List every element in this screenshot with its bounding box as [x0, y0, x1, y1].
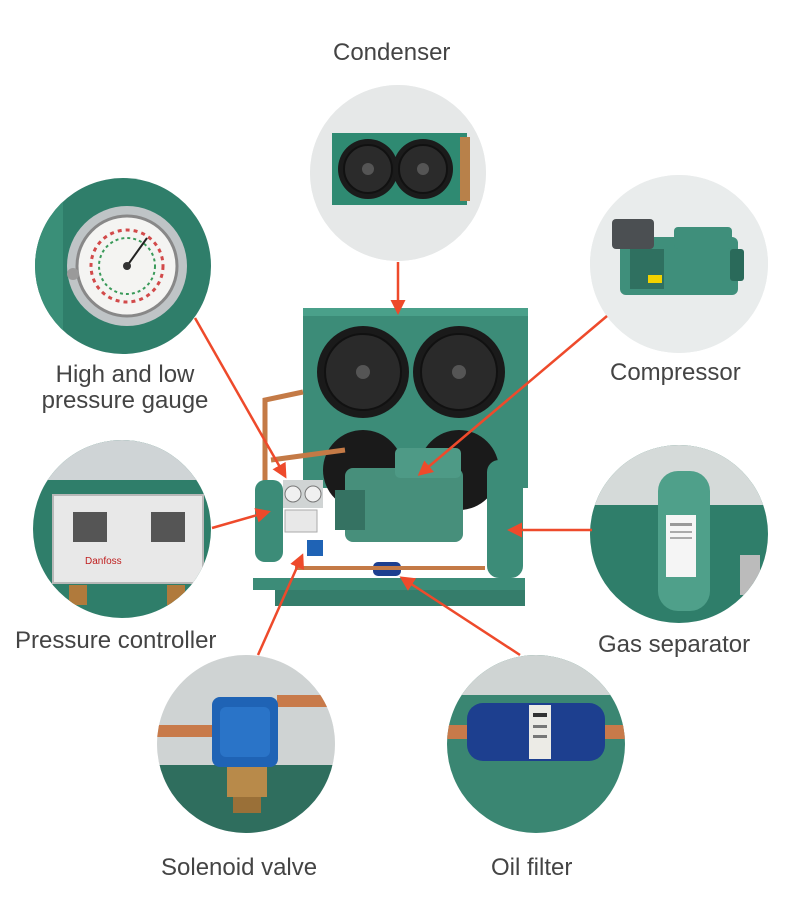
svg-text:Danfoss: Danfoss — [85, 556, 122, 567]
condensing-unit-photo — [235, 300, 535, 625]
pressure-gauge-callout — [193, 317, 287, 479]
pressure-gauge-label: High and low pressure gauge — [30, 362, 220, 414]
solenoid-valve-label: Solenoid valve — [161, 854, 318, 881]
compressor-photo — [590, 175, 768, 353]
gas-separator-label: Gas separator — [598, 631, 751, 658]
pressure-controller-label: Pressure controller — [15, 627, 217, 654]
compressor-callout — [417, 315, 608, 476]
pressure-controller-photo: Danfoss — [33, 440, 211, 618]
pressure-gauge-label-line1: High and low — [55, 361, 195, 388]
condenser-photo — [310, 85, 486, 261]
solenoid-valve-callout — [256, 553, 304, 656]
condenser-label: Condenser — [333, 39, 451, 66]
pressure-gauge-photo — [35, 178, 211, 354]
pressure-controller-callout — [211, 508, 271, 530]
oil-filter-label: Oil filter — [491, 854, 573, 881]
pressure-gauge-label-line2: pressure gauge — [41, 387, 209, 414]
oil-filter-callout — [399, 576, 521, 657]
gas-separator-photo — [590, 445, 768, 623]
solenoid-valve-photo — [157, 655, 335, 833]
compressor-label: Compressor — [610, 359, 741, 386]
